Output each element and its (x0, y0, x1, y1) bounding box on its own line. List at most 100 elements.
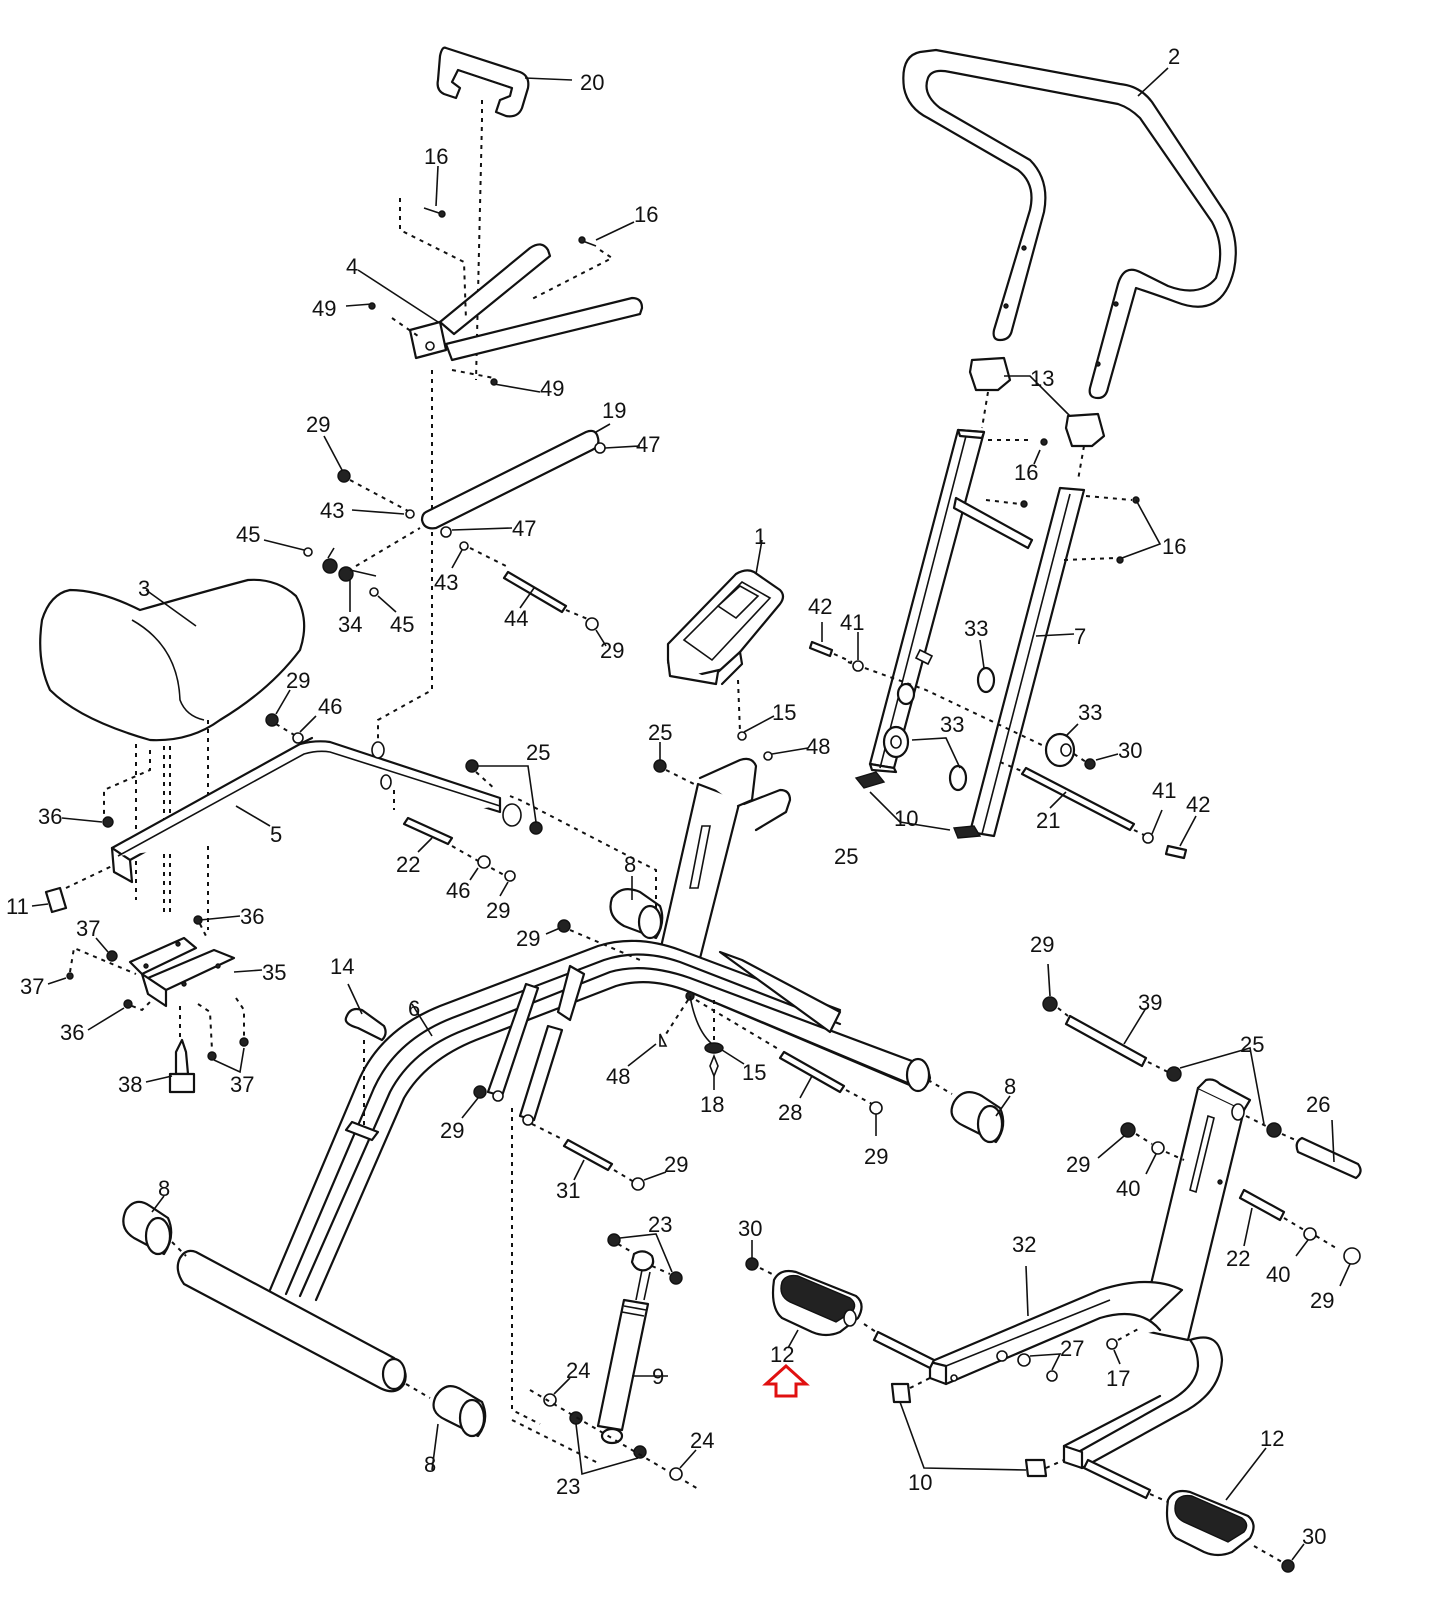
part-44-pin (502, 570, 568, 614)
callout-25: 25 (834, 844, 858, 869)
callout-2: 2 (1168, 44, 1180, 69)
part-6-main-frame (268, 757, 932, 1302)
callout-41: 41 (1152, 778, 1176, 803)
fastener-16-b (578, 236, 597, 247)
part-6-base-tube (176, 1249, 407, 1393)
callout-45: 45 (390, 612, 414, 637)
callout-43: 43 (434, 570, 458, 595)
callout-39: 39 (1138, 990, 1162, 1015)
callout-28: 28 (778, 1100, 802, 1125)
callout-29: 29 (440, 1118, 464, 1143)
part-22-pin-b (1238, 1188, 1286, 1222)
fastener-36-a (102, 816, 114, 828)
callout-21: 21 (1036, 808, 1060, 833)
callout-30: 30 (1302, 1524, 1326, 1549)
callout-29: 29 (516, 926, 540, 951)
callout-25: 25 (526, 740, 550, 765)
callout-29: 29 (286, 668, 310, 693)
part-12-pedal-left (771, 1269, 863, 1337)
fastener-16-a (423, 207, 446, 218)
part-5-seat-tube (110, 736, 522, 884)
callout-46: 46 (446, 878, 470, 903)
part-upright-link (1138, 1078, 1252, 1342)
callout-27: 27 (1060, 1336, 1084, 1361)
part-1-console (666, 569, 785, 686)
leader-20 (524, 77, 573, 81)
callout-15: 15 (742, 1060, 766, 1085)
callout-24: 24 (566, 1358, 590, 1383)
callout-29: 29 (486, 898, 510, 923)
callout-37: 37 (76, 916, 100, 941)
part-39-rod (1064, 1014, 1148, 1068)
part-19-link (420, 429, 600, 530)
callout-45: 45 (236, 522, 260, 547)
part-9-shock (596, 1250, 655, 1445)
callout-41: 41 (840, 610, 864, 635)
part-13-caps (968, 356, 1106, 448)
callout-5: 5 (270, 822, 282, 847)
callout-16: 16 (634, 202, 658, 227)
callout-36: 36 (240, 904, 264, 929)
callout-40: 40 (1116, 1176, 1140, 1201)
callout-49: 49 (540, 376, 564, 401)
callout-36: 36 (38, 804, 62, 829)
callout-35: 35 (262, 960, 286, 985)
callout-9: 9 (652, 1364, 664, 1389)
part-31-pin (562, 1138, 614, 1172)
up-arrow-icon (762, 1363, 810, 1398)
callout-31: 31 (556, 1178, 580, 1203)
callout-11: 11 (6, 894, 29, 919)
callout-16: 16 (1014, 460, 1038, 485)
callout-17: 17 (1106, 1366, 1130, 1391)
callout-23: 23 (556, 1474, 580, 1499)
part-26-pin (1295, 1136, 1362, 1180)
part-20-handle-grip (436, 46, 530, 118)
callout-48: 48 (606, 1064, 630, 1089)
fastener-49-b (490, 378, 498, 386)
callout-29: 29 (1310, 1288, 1334, 1313)
callout-29: 29 (864, 1144, 888, 1169)
callout-22: 22 (1226, 1246, 1250, 1271)
callout-12: 12 (1260, 1426, 1284, 1451)
callout-4: 4 (346, 254, 358, 279)
callout-38: 38 (118, 1072, 142, 1097)
part-35-bracket (128, 936, 236, 1008)
part-2-handlebar (902, 48, 1237, 400)
callout-30: 30 (738, 1216, 762, 1241)
callout-1: 1 (754, 524, 766, 549)
callout-30: 30 (1118, 738, 1142, 763)
callout-16: 16 (1162, 534, 1186, 559)
callout-42: 42 (808, 594, 832, 619)
callout-10: 10 (894, 806, 918, 831)
part-3-seat (39, 578, 306, 742)
part-4-bracket (408, 243, 644, 362)
callout-24: 24 (690, 1428, 714, 1453)
callout-46: 46 (318, 694, 342, 719)
callout-47: 47 (512, 516, 536, 541)
callout-8: 8 (158, 1176, 170, 1201)
callout-26: 26 (1306, 1092, 1330, 1117)
callout-20: 20 (580, 70, 604, 95)
callout-25: 25 (1240, 1032, 1264, 1057)
callout-37: 37 (230, 1072, 254, 1097)
part-21-rod (1020, 766, 1136, 832)
part-33-rollers (882, 666, 1076, 792)
callout-3: 3 (138, 576, 150, 601)
callout-32: 32 (1012, 1232, 1036, 1257)
part-22-pin-a (402, 816, 454, 846)
callout-44: 44 (504, 606, 528, 631)
callout-40: 40 (1266, 1262, 1290, 1287)
callout-29: 29 (306, 412, 330, 437)
callout-19: 19 (602, 398, 626, 423)
callout-29: 29 (664, 1152, 688, 1177)
callout-33: 33 (940, 712, 964, 737)
callout-22: 22 (396, 852, 420, 877)
part-7-upright (868, 428, 1086, 838)
callout-48: 48 (806, 734, 830, 759)
callout-29: 29 (1030, 932, 1054, 957)
callout-8: 8 (1004, 1074, 1016, 1099)
callout-36: 36 (60, 1020, 84, 1045)
callout-6: 6 (408, 996, 420, 1021)
callout-8: 8 (424, 1452, 436, 1477)
